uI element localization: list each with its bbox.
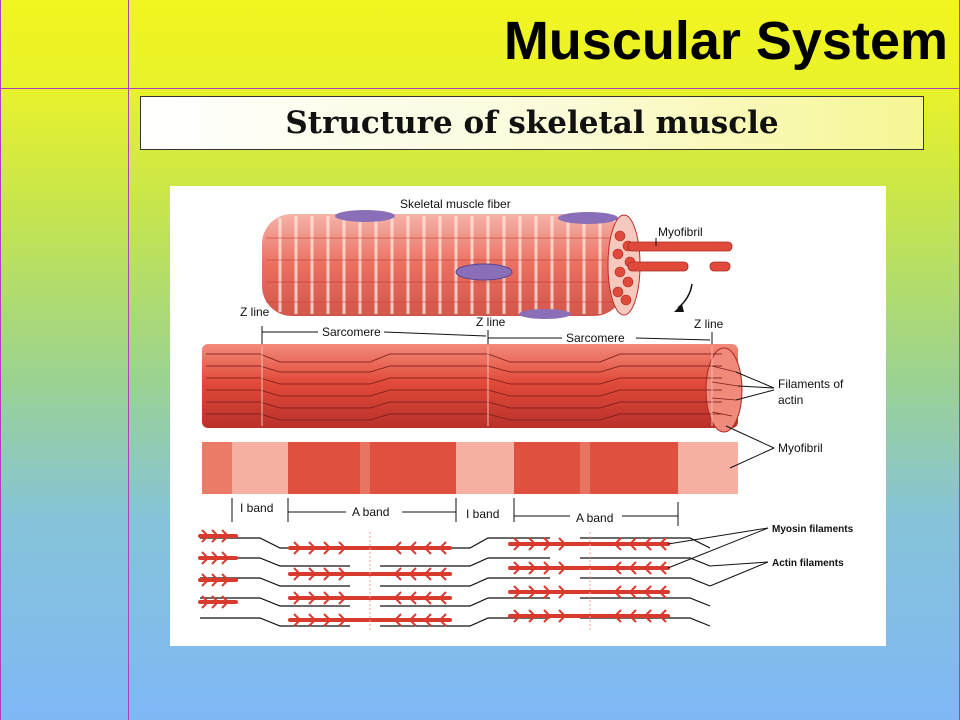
- myofibril-leader-lines: [725, 425, 775, 469]
- skeletal-muscle-fiber: [262, 210, 733, 319]
- label-i-band-left: I band: [240, 501, 273, 515]
- label-z-line-left: Z line: [240, 305, 270, 319]
- label-z-line-mid: Z line: [476, 315, 506, 329]
- label-a-band-right: A band: [576, 511, 613, 525]
- nucleus: [519, 309, 571, 319]
- label-myofibril-mid: Myofibril: [778, 441, 823, 455]
- label-skeletal-muscle-fiber: Skeletal muscle fiber: [400, 197, 511, 211]
- slide-subtitle: Structure of skeletal muscle: [285, 105, 779, 141]
- label-sarcomere-right: Sarcomere: [566, 331, 625, 345]
- nucleus: [455, 263, 513, 281]
- filament-leader-lines: [667, 527, 769, 587]
- vertical-divider: [128, 0, 129, 720]
- sarcomere-brackets: [261, 326, 713, 352]
- label-myosin-filaments: Myosin filaments: [772, 524, 854, 535]
- band-brackets: [231, 498, 679, 526]
- label-sarcomere-left: Sarcomere: [322, 325, 381, 339]
- actin-leader-lines: [735, 371, 775, 401]
- label-z-line-right: Z line: [694, 317, 724, 331]
- subtitle-box: Structure of skeletal muscle: [140, 96, 924, 150]
- label-filaments-of-actin-line2: actin: [778, 393, 803, 407]
- slide-title: Muscular System: [503, 11, 948, 71]
- muscle-structure-figure: Skeletal muscle fiber Myofibril Z line Z…: [170, 186, 886, 646]
- label-actin-filaments: Actin filaments: [772, 558, 844, 569]
- myofibril-cylinder: [202, 344, 743, 433]
- muscle-diagram: Skeletal muscle fiber Myofibril Z line Z…: [198, 197, 854, 632]
- label-a-band-left: A band: [352, 505, 389, 519]
- myofibril-band-strip: [202, 442, 738, 494]
- label-i-band-mid: I band: [466, 507, 499, 521]
- frame-left-border: [0, 0, 1, 720]
- label-myofibril-top: Myofibril: [658, 225, 703, 239]
- label-filaments-of-actin-line1: Filaments of: [778, 377, 844, 391]
- filament-detail: [198, 529, 711, 632]
- nucleus: [558, 212, 618, 224]
- nucleus: [335, 210, 395, 222]
- horizontal-divider: [0, 88, 960, 89]
